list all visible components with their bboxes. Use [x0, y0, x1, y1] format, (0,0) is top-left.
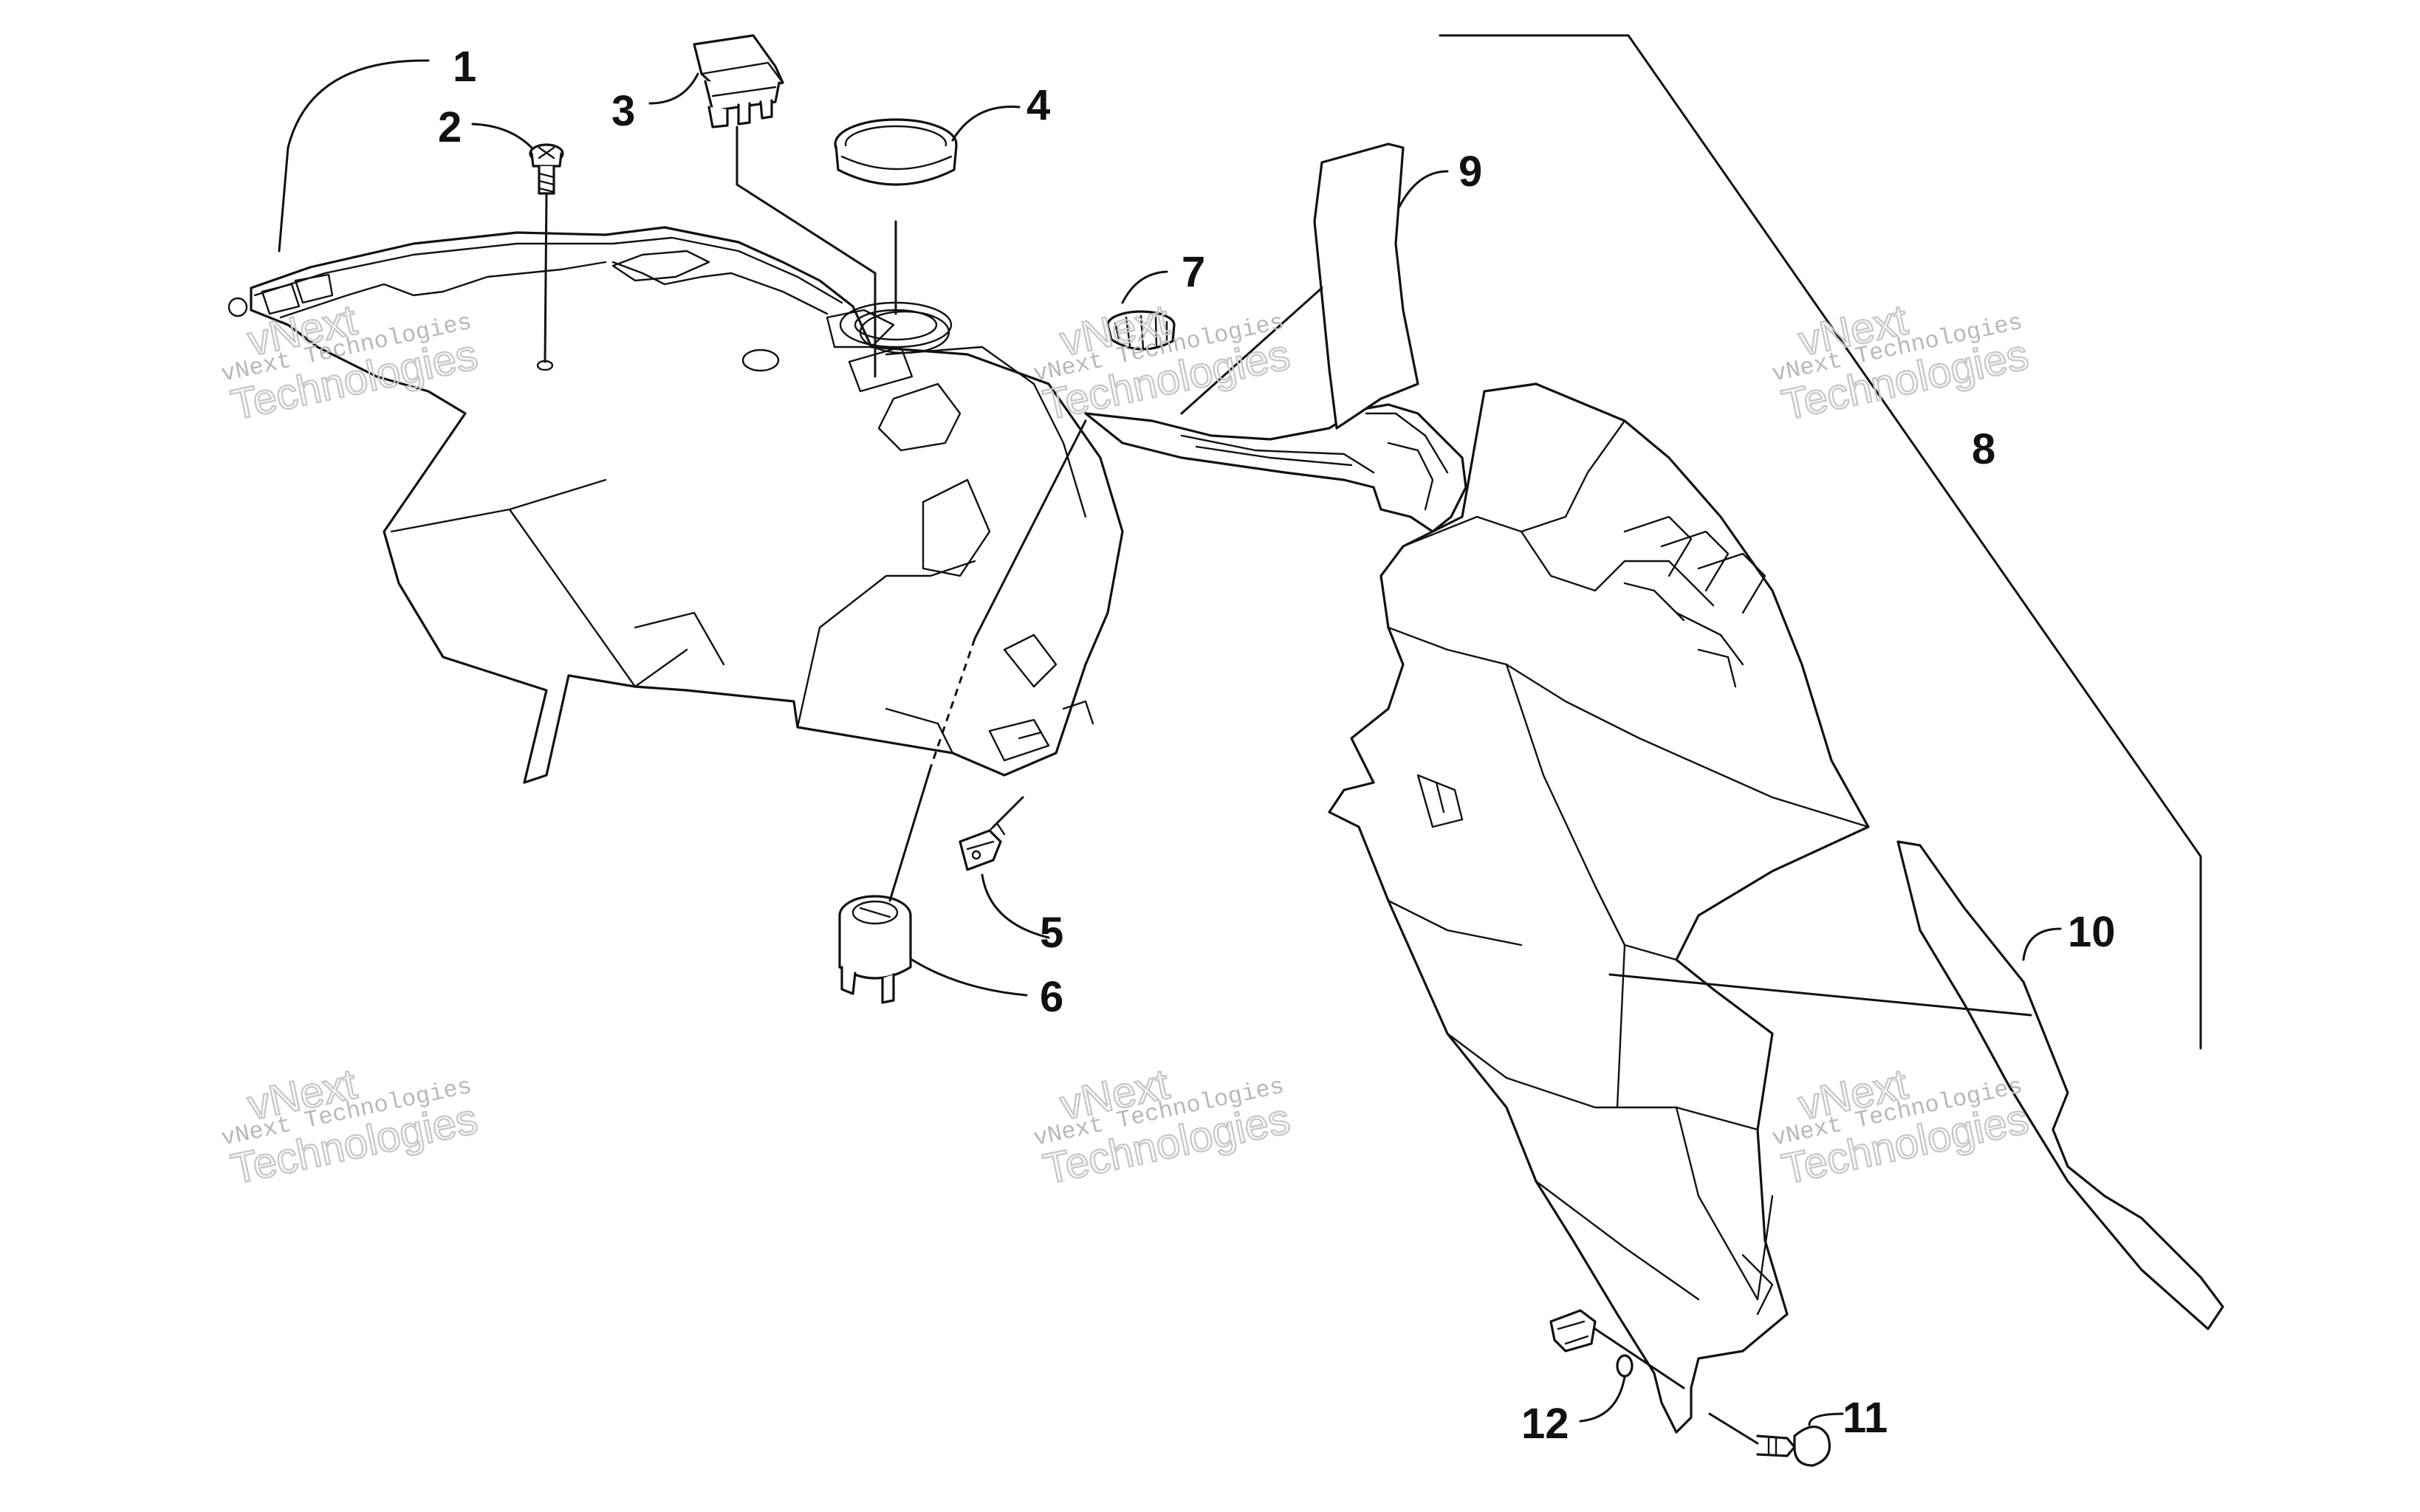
- callout-3: 3: [611, 87, 635, 135]
- ignition-switch-part: [838, 895, 912, 1004]
- callout-4: 4: [1026, 81, 1050, 129]
- watermark-bottom-middle: vNext vNext Technologies Technologies: [1031, 1059, 1295, 1194]
- screw-part: [529, 143, 564, 195]
- side-panel: [1084, 382, 1870, 1434]
- callout-9: 9: [1458, 148, 1482, 196]
- side-strip: [1896, 840, 2224, 1330]
- clip-part: [959, 822, 1006, 871]
- callout-5: 5: [1040, 909, 1063, 957]
- ring-part: [834, 118, 958, 186]
- callout-12: 12: [1521, 1400, 1569, 1448]
- watermark-top-right: vNext vNext Technologies Technologies: [1769, 295, 2033, 430]
- cap-part: [1106, 310, 1176, 351]
- callout-6: 6: [1040, 973, 1063, 1021]
- bolt-part: [1756, 1425, 1831, 1467]
- callout-8: 8: [1972, 425, 1995, 473]
- watermark-bottom-right: vNext vNext Technologies Technologies: [1769, 1059, 2033, 1194]
- watermark-bottom-left: vNext vNext Technologies Technologies: [219, 1059, 482, 1194]
- fin-panel: [1313, 142, 1419, 430]
- callout-7: 7: [1182, 248, 1205, 296]
- callout-10: 10: [2068, 908, 2116, 956]
- callout-11: 11: [1843, 1394, 1888, 1442]
- console-panel: [227, 226, 1124, 784]
- rocker-switch-part: [693, 34, 784, 128]
- callout-labels: 1 2 3 4 5 6 7 8 9 10 11 12: [438, 43, 2116, 1448]
- callout-1: 1: [453, 43, 476, 91]
- callout-2: 2: [438, 103, 462, 151]
- leader-lines: [278, 34, 2202, 1445]
- watermark-top-middle: vNext vNext Technologies Technologies: [1031, 295, 1295, 430]
